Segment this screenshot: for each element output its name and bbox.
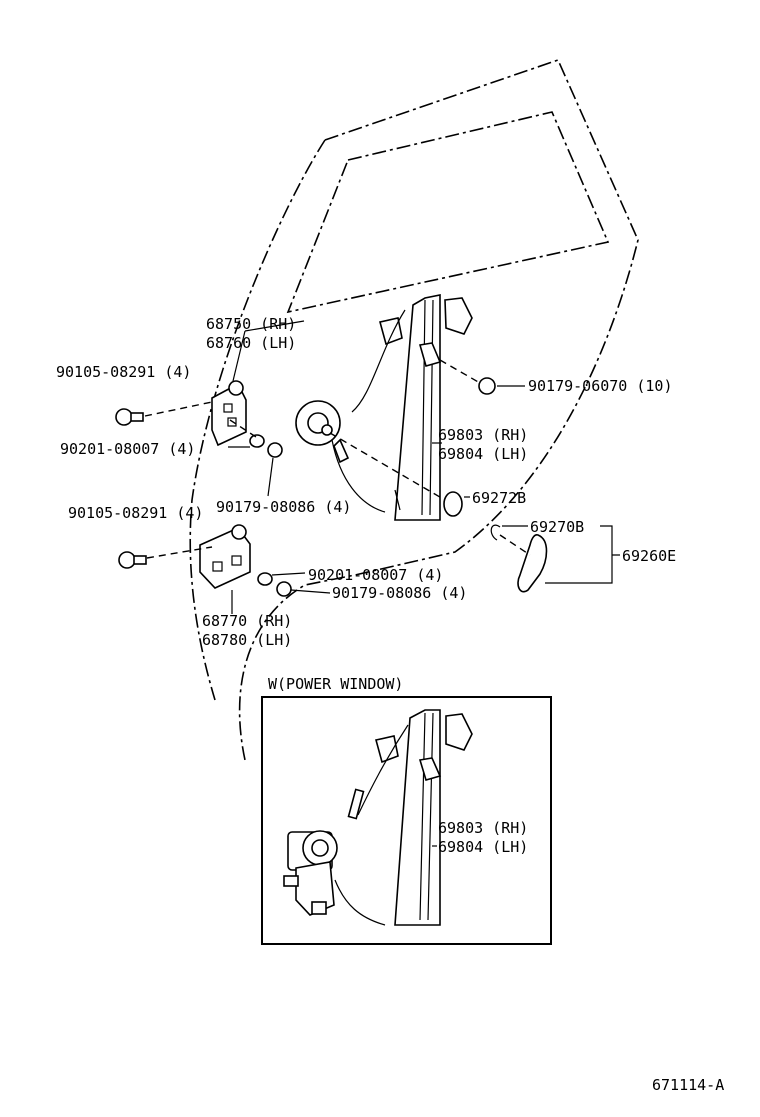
label-90179-06070: 90179-06070 (10) [528, 377, 673, 395]
label-69260e: 69260E [622, 547, 676, 565]
label-90201-lower: 90201-08007 (4) [308, 566, 443, 584]
window-handle-69260e [517, 534, 548, 593]
label-69803: 69803 (RH) [438, 426, 528, 444]
nut-90179-06070 [478, 377, 496, 395]
clip-69270b [490, 524, 501, 541]
catalog-number: 671114-A [652, 1076, 724, 1094]
label-69804: 69804 (LH) [438, 445, 528, 463]
window-regulator-power [283, 709, 473, 926]
label-90105-lower: 90105-08291 (4) [68, 504, 203, 522]
bolt-90105-upper [115, 408, 144, 426]
nut-90179-lower [276, 581, 292, 597]
label-90201-upper: 90201-08007 (4) [60, 440, 195, 458]
window-glass-outline [286, 111, 610, 314]
label-68770: 68770 (RH) [202, 612, 292, 630]
label-90179-upper: 90179-08086 (4) [216, 498, 351, 516]
bracket-68750 [211, 380, 247, 447]
inset-title: W(POWER WINDOW) [268, 675, 403, 693]
label-90179-lower: 90179-08086 (4) [332, 584, 467, 602]
seal-69272b [443, 491, 463, 517]
label-68780: 68780 (LH) [202, 631, 292, 649]
door-outline [189, 59, 639, 761]
washer-90201-lower [257, 572, 273, 586]
label-90105-upper: 90105-08291 (4) [56, 363, 191, 381]
bolt-90105-lower [118, 551, 147, 569]
label-69803-power: 69803 (RH) [438, 819, 528, 837]
washer-90201-upper [249, 434, 265, 448]
window-regulator-manual [295, 294, 473, 521]
label-69270b: 69270B [530, 518, 584, 536]
label-68750: 68750 (RH) [206, 315, 296, 333]
label-69272b: 69272B [472, 489, 526, 507]
nut-90179-upper [267, 442, 283, 458]
bracket-68770 [199, 524, 251, 589]
label-69804-power: 69804 (LH) [438, 838, 528, 856]
inset-frame [261, 696, 552, 945]
label-68760: 68760 (LH) [206, 334, 296, 352]
